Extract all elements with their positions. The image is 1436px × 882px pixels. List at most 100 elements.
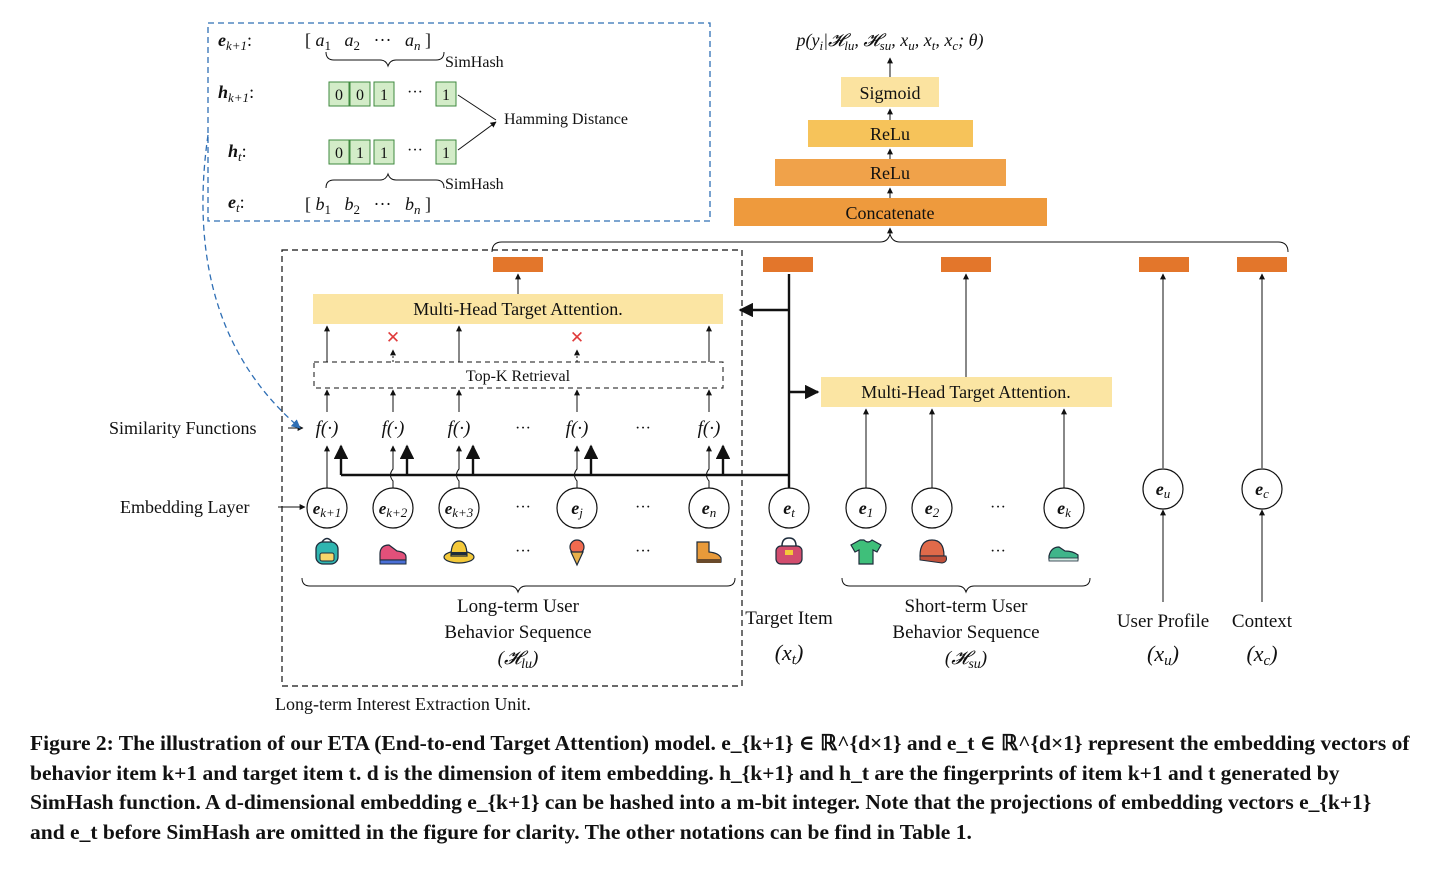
icon-ellipsis-0: ···: [515, 543, 531, 560]
ht-bit-2: 1: [380, 145, 388, 162]
shoes-icon: [379, 544, 407, 565]
context-output-block: [1237, 257, 1287, 272]
short-term-attention-label: Multi-Head Target Attention.: [861, 382, 1071, 402]
function-f-0: f(·): [316, 418, 339, 439]
topk-retrieval-box: [313, 361, 724, 389]
long-term-unit-box: [281, 249, 743, 687]
function-ellipsis-0: ···: [515, 420, 531, 437]
ek1-vector: [ a1 a2 ··· an ]: [305, 30, 431, 53]
caption-label: Figure 2:: [30, 731, 114, 755]
figure-caption: Figure 2: The illustration of our ETA (E…: [30, 729, 1410, 847]
ht-bit-3: 1: [442, 145, 450, 162]
ht-bit-1: 1: [356, 145, 364, 162]
embedding-to-function-arrows: [324, 445, 712, 489]
hk1-bit-3: 1: [442, 87, 450, 104]
sneaker-icon: [1048, 546, 1079, 562]
embedding-ek1: ek+1: [313, 499, 342, 520]
function-f-4: f(·): [698, 418, 721, 439]
probability-label: p(yi|𝓗lu, 𝓗su, xu, xt, xc; θ): [795, 30, 984, 53]
profile-output-block: [1139, 257, 1189, 272]
function-f-2: f(·): [448, 418, 471, 439]
long-term-attention-label: Multi-Head Target Attention.: [413, 299, 623, 319]
relu-label-top: ReLu: [870, 124, 910, 144]
caption-text: The illustration of our ETA (End-to-end …: [30, 731, 1410, 844]
relu-layer-top: [808, 120, 973, 147]
target-item-symbol: (xt): [775, 640, 804, 668]
simhash-label-bottom: SimHash: [445, 176, 504, 193]
user-profile-symbol: (xu): [1147, 641, 1179, 669]
hamming-label: Hamming Distance: [504, 111, 628, 128]
concatenate-layer: [734, 198, 1047, 226]
function-f-3: f(·): [566, 418, 589, 439]
concatenate-label: Concatenate: [846, 203, 935, 223]
tshirt-icon: [850, 539, 882, 565]
short-sequence-symbol: (𝓗su): [945, 648, 987, 672]
ht-cells: 0 1 1 ··· 1: [328, 139, 457, 165]
long-sequence-brace: [301, 577, 736, 594]
simhash-brace-bottom: [325, 172, 445, 189]
embedding-ellipsis-1: ···: [635, 499, 651, 516]
long-sequence-line2: Behavior Sequence: [444, 622, 591, 643]
row-label-ek1: ek+1:: [218, 30, 252, 53]
embedding-ellipsis-0: ···: [515, 499, 531, 516]
short-sequence-line2: Behavior Sequence: [892, 622, 1039, 643]
embedding-ellipsis-2: ···: [990, 499, 1006, 516]
embedding-ek3: ek+3: [445, 499, 474, 520]
function-ellipsis-1: ···: [635, 420, 651, 437]
et-vector: [ b1 b2 ··· bn ]: [305, 194, 431, 217]
target-item-line: Target Item: [745, 608, 833, 629]
sigmoid-layer: [841, 77, 939, 107]
long-sequence-line1: Long-term User: [457, 596, 580, 617]
context-line: Context: [1232, 611, 1293, 632]
row-label-et: et:: [228, 192, 245, 215]
ht-bit-0: 0: [335, 145, 343, 162]
hk1-cells: 0 0 1 ··· 1: [328, 81, 457, 107]
target-output-block: [763, 257, 813, 272]
long-sequence-symbol: (𝓗lu): [498, 648, 539, 672]
short-term-attention: [821, 377, 1112, 407]
ice-cream-icon: [569, 539, 585, 567]
simhash-brace-top: [325, 51, 445, 68]
backpack-icon: [315, 537, 339, 565]
context-symbol: (xc): [1246, 641, 1277, 669]
boot-icon: [696, 541, 722, 563]
row-label-ht: ht:: [228, 141, 247, 164]
simhash-box: [207, 22, 711, 222]
relu-layer-bottom: [775, 159, 1006, 186]
sigmoid-label: Sigmoid: [859, 83, 920, 103]
eta-diagram: ek+1: hk+1: ht: et: [ a1 a2 ··· an ] [ b…: [109, 22, 1293, 714]
hk1-bit-1: 0: [356, 87, 364, 104]
long-term-unit-label: Long-term Interest Extraction Unit.: [275, 694, 531, 714]
short-sequence-line1: Short-term User: [905, 596, 1029, 617]
cross-icon: ✕: [570, 328, 584, 347]
long-term-output-block: [493, 257, 543, 272]
long-embedding-circles: [306, 468, 1283, 529]
icon-ellipsis-1: ···: [635, 543, 651, 560]
topk-to-attention-arrows: [324, 325, 712, 362]
relu-label-bottom: ReLu: [870, 163, 910, 183]
function-f-1: f(·): [382, 418, 405, 439]
icon-ellipsis-2: ···: [990, 543, 1006, 560]
simhash-link-curve: [202, 134, 301, 429]
long-term-attention: [313, 294, 723, 324]
hk1-ellipsis: ···: [407, 84, 423, 101]
row-label-hk1: hk+1:: [218, 82, 254, 105]
user-profile-line: User Profile: [1117, 611, 1209, 632]
hamming-arrows: [457, 94, 496, 151]
cross-icon: ✕: [386, 328, 400, 347]
hk1-bit-2: 1: [380, 87, 388, 104]
handbag-icon: [775, 537, 803, 565]
short-embedding-arrows: [863, 408, 1067, 489]
topk-retrieval-label: Top-K Retrieval: [466, 368, 571, 385]
target-broadcast-lines: [333, 274, 820, 490]
short-term-output-block: [941, 257, 991, 272]
simhash-label-top: SimHash: [445, 54, 504, 71]
ht-ellipsis: ···: [407, 142, 423, 159]
function-to-topk-arrows: [324, 389, 712, 412]
cap-icon: [919, 539, 947, 564]
embedding-ek2: ek+2: [379, 499, 408, 520]
embedding-layer-label: Embedding Layer: [120, 497, 249, 517]
concat-brace: [491, 233, 1289, 253]
hat-icon: [443, 540, 475, 564]
similarity-functions-label: Similarity Functions: [109, 418, 257, 438]
